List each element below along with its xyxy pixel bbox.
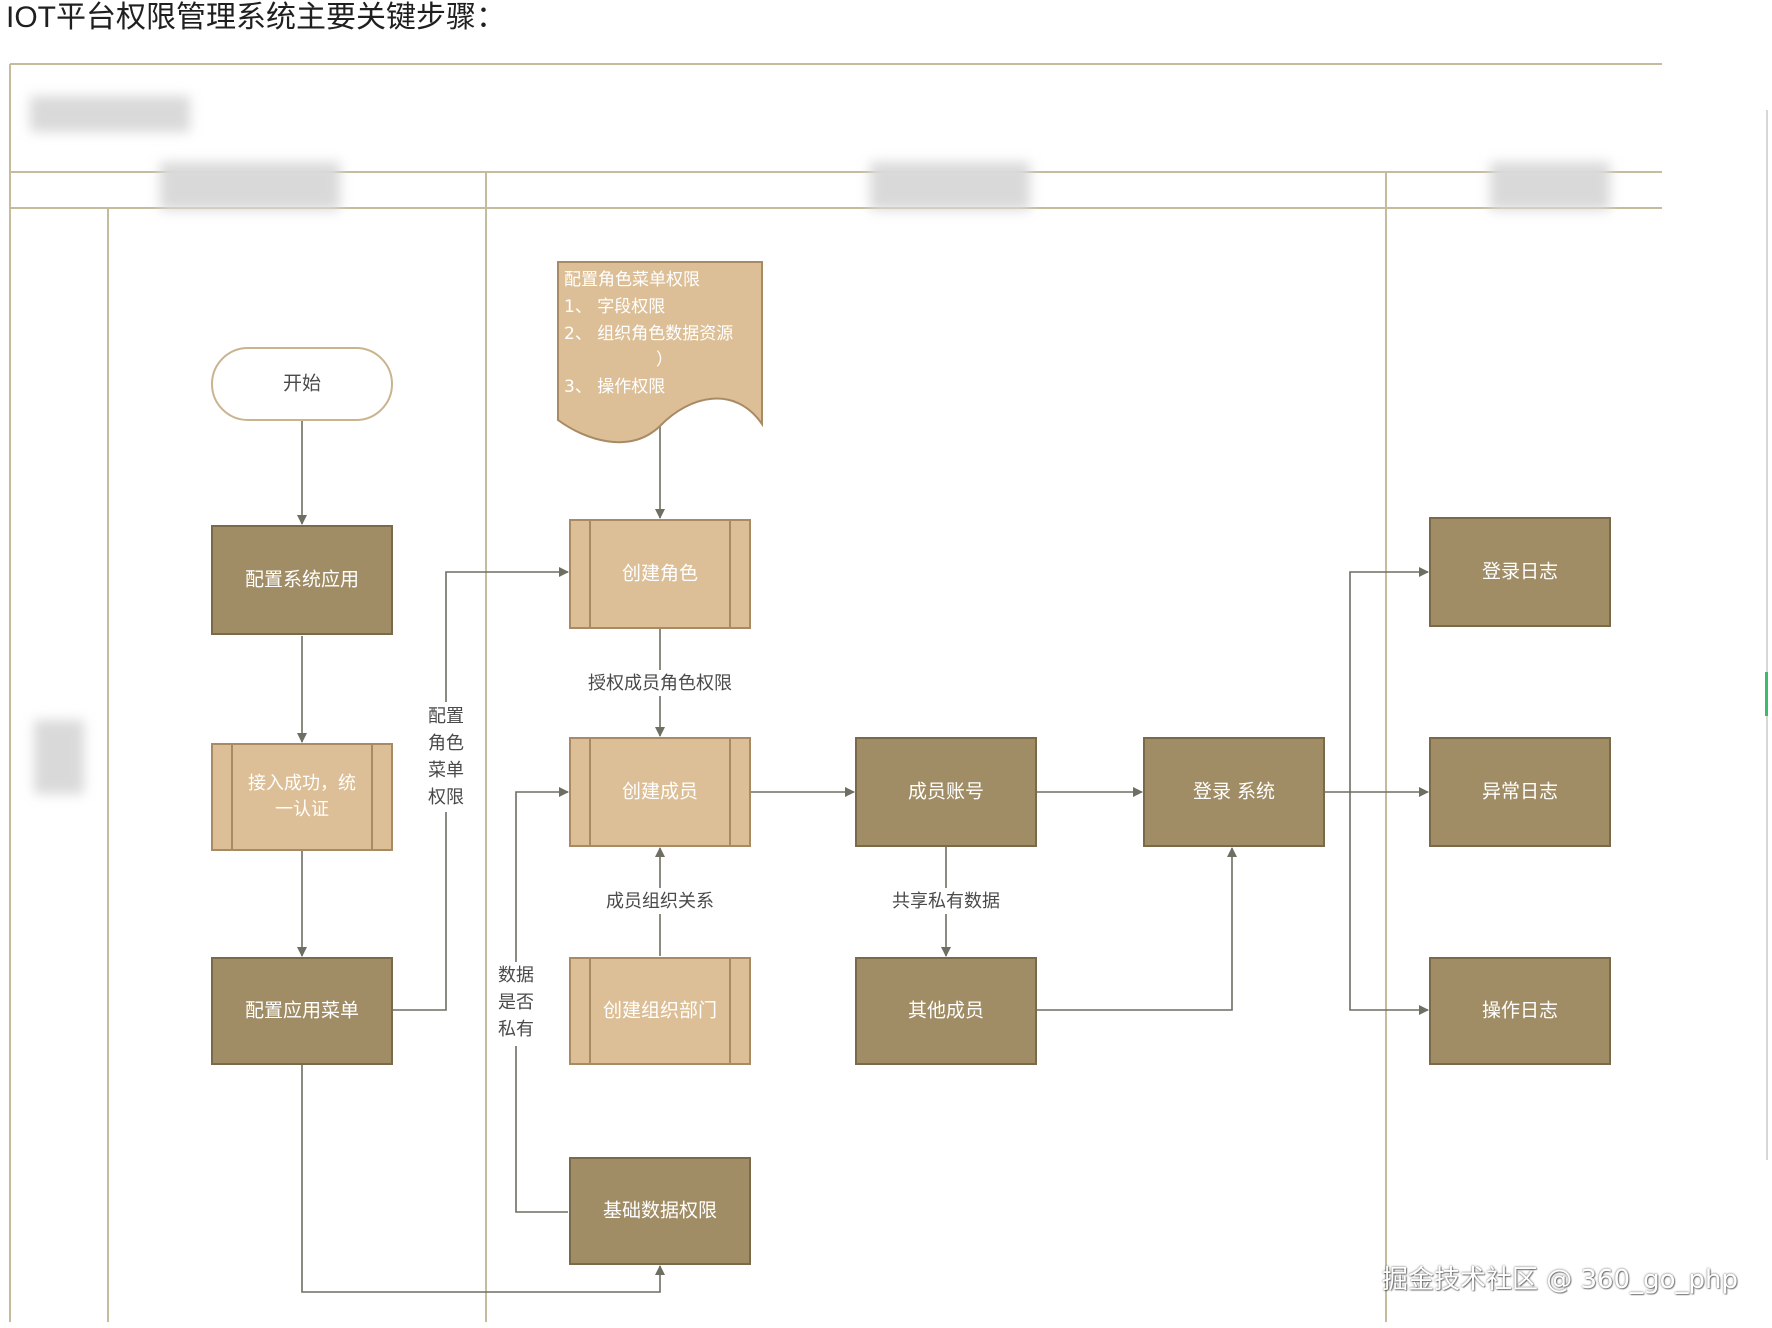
role-doc-line-1: 1、 字段权限 [564, 297, 665, 317]
edge-config-menu-to-base-data [301, 1064, 665, 1293]
redacted-left-lane-title [34, 720, 84, 794]
node-sso: 接入成功，统 一认证 [211, 743, 393, 851]
login-system-label: 登录 系统 [1193, 781, 1275, 803]
error-log-box [1429, 737, 1611, 847]
redacted-pool-title [30, 96, 190, 132]
create-dept-box [569, 957, 751, 1065]
sso-box [211, 743, 393, 851]
login-log-box [1429, 517, 1611, 627]
node-config-app: 配置系统应用 [211, 525, 393, 635]
config-role-menu-label-4: 权限 [428, 787, 464, 808]
node-other-members: 其他成员 [855, 957, 1037, 1065]
base-data-box [569, 1157, 751, 1265]
config-role-menu-label-3: 菜单 [428, 760, 464, 781]
op-log-label: 操作日志 [1482, 1000, 1558, 1022]
node-role-doc: 配置角色菜单权限 1、 字段权限 2、 组织角色数据资源 ） 3、 操作权限 [557, 261, 763, 444]
node-error-log: 异常日志 [1429, 737, 1611, 847]
create-dept-label: 创建组织部门 [603, 1000, 717, 1022]
create-member-box [569, 737, 751, 847]
page-heading: IOT平台权限管理系统主要关键步骤： [6, 1, 506, 34]
role-doc-line-2: 2、 组织角色数据资源 [564, 324, 733, 344]
edge-login-to-login-log [1349, 567, 1429, 792]
config-role-menu-label-2: 角色 [428, 733, 464, 754]
config-menu-box [211, 957, 393, 1065]
role-doc-title: 配置角色菜单权限 [564, 270, 700, 290]
other-members-box [855, 957, 1037, 1065]
node-create-role: 创建角色 [569, 519, 751, 629]
sso-label-line-2: 一认证 [275, 799, 329, 820]
redacted-lane-title-3 [1490, 162, 1610, 210]
member-account-label: 成员账号 [908, 781, 984, 803]
scroll-position-indicator [1765, 672, 1768, 716]
page-scrollbar[interactable] [1766, 110, 1768, 1160]
redacted-lane-title-1 [160, 162, 340, 210]
create-role-label: 创建角色 [622, 563, 698, 585]
create-member-label: 创建成员 [622, 781, 698, 803]
share-private-label: 共享私有数据 [892, 891, 1000, 912]
node-member-account: 成员账号 [855, 737, 1037, 847]
config-role-menu-label-bg [426, 702, 466, 812]
sso-label-line-1: 接入成功，统 [248, 773, 356, 794]
start-label: 开始 [283, 373, 321, 395]
redacted-lane-title-2 [870, 162, 1030, 210]
data-private-label-2: 是否 [498, 992, 534, 1013]
config-menu-label: 配置应用菜单 [245, 1000, 359, 1022]
node-config-menu: 配置应用菜单 [211, 957, 393, 1065]
role-doc-shape [557, 261, 763, 444]
config-app-label: 配置系统应用 [245, 569, 359, 591]
create-role-box [569, 519, 751, 629]
authorize-label-bg [572, 670, 748, 696]
login-system-box [1143, 737, 1325, 847]
node-create-member: 创建成员 [569, 737, 751, 847]
edge-other-members-to-login [1036, 847, 1237, 1011]
org-relation-label-bg [594, 888, 726, 914]
node-base-data: 基础数据权限 [569, 1157, 751, 1265]
org-relation-label: 成员组织关系 [606, 891, 714, 912]
node-login-system: 登录 系统 [1143, 737, 1325, 847]
edge-labels: 授权成员角色权限 成员组织关系 共享私有数据 配置 角色 菜单 权限 数据 是否… [426, 670, 1012, 1046]
login-log-label: 登录日志 [1482, 561, 1558, 583]
watermark: 掘金技术社区 @ 360_go_php [1381, 1265, 1738, 1295]
data-private-label-bg [494, 962, 538, 1046]
other-members-label: 其他成员 [908, 1000, 984, 1022]
authorize-label: 授权成员角色权限 [588, 673, 732, 694]
edge-login-to-op-log [1349, 792, 1429, 1015]
node-start: 开始 [211, 347, 393, 421]
data-private-label-3: 私有 [498, 1019, 534, 1040]
base-data-label: 基础数据权限 [603, 1200, 717, 1222]
config-app-box [211, 525, 393, 635]
swimlane-frame [9, 63, 1662, 1322]
node-login-log: 登录日志 [1429, 517, 1611, 627]
config-role-menu-label-1: 配置 [428, 706, 464, 727]
node-op-log: 操作日志 [1429, 957, 1611, 1065]
data-private-label-1: 数据 [498, 965, 534, 986]
op-log-box [1429, 957, 1611, 1065]
role-doc-line-3: 3、 操作权限 [564, 377, 665, 397]
connectors [297, 420, 1429, 1293]
member-account-box [855, 737, 1037, 847]
node-create-dept: 创建组织部门 [569, 957, 751, 1065]
edge-config-menu-to-create-role [392, 567, 569, 1011]
start-terminator-shape [211, 347, 393, 421]
share-private-label-bg [880, 888, 1012, 914]
error-log-label: 异常日志 [1482, 781, 1558, 803]
role-doc-line-2-cont: ） [656, 350, 673, 370]
